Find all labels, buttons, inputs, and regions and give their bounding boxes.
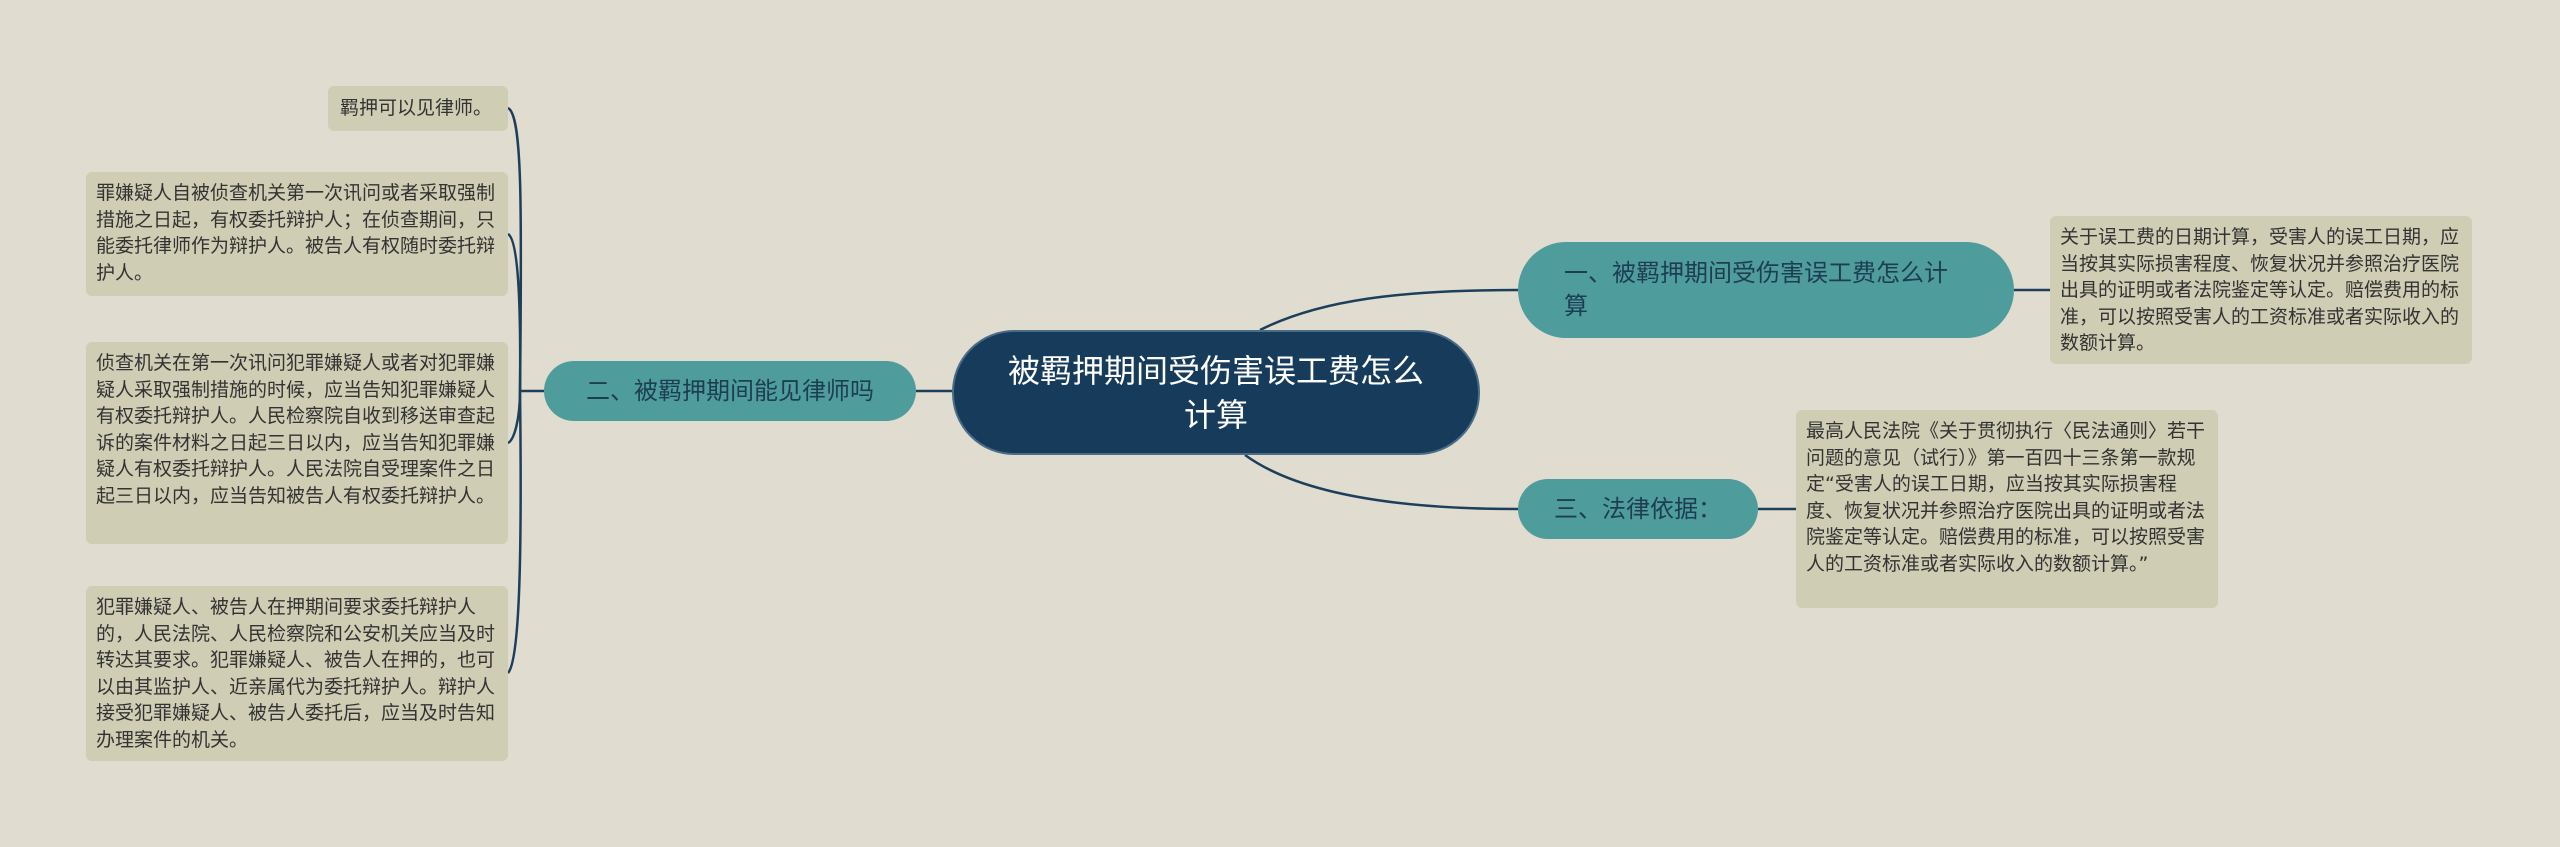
- link-leaf-1: [507, 232, 522, 392]
- branch-legal-basis[interactable]: 三、法律依据：: [1518, 479, 1758, 539]
- link-root-branch3: [1244, 453, 1519, 511]
- leaf-notification-duty[interactable]: 侦查机关在第一次讯问犯罪嫌疑人或者对犯罪嫌疑人采取强制措施的时候，应当告知犯罪嫌…: [86, 342, 508, 544]
- leaf-see-lawyer-summary[interactable]: 羁押可以见律师。: [328, 86, 508, 131]
- root-topic[interactable]: 被羁押期间受伤害误工费怎么计算: [952, 330, 1480, 455]
- link-root-branch1: [1259, 288, 1519, 332]
- branch-damage-calculation[interactable]: 一、被羁押期间受伤害误工费怎么计算: [1518, 242, 2014, 338]
- link-leaf-2: [507, 390, 522, 445]
- branch-see-lawyer[interactable]: 二、被羁押期间能见律师吗: [544, 361, 916, 421]
- leaf-lost-wages-calculation[interactable]: 关于误工费的日期计算，受害人的误工日期，应当按其实际损害程度、恢复状况并参照治疗…: [2050, 216, 2472, 364]
- leaf-right-to-defender[interactable]: 罪嫌疑人自被侦查机关第一次讯问或者采取强制措施之日起，有权委托辩护人；在侦查期间…: [86, 172, 508, 296]
- leaf-detained-request[interactable]: 犯罪嫌疑人、被告人在押期间要求委托辩护人的，人民法院、人民检察院和公安机关应当及…: [86, 586, 508, 761]
- leaf-legal-provision[interactable]: 最高人民法院《关于贯彻执行〈民法通则〉若干问题的意见（试行）》第一百四十三条第一…: [1796, 410, 2218, 608]
- link-leaf-3: [506, 390, 522, 674]
